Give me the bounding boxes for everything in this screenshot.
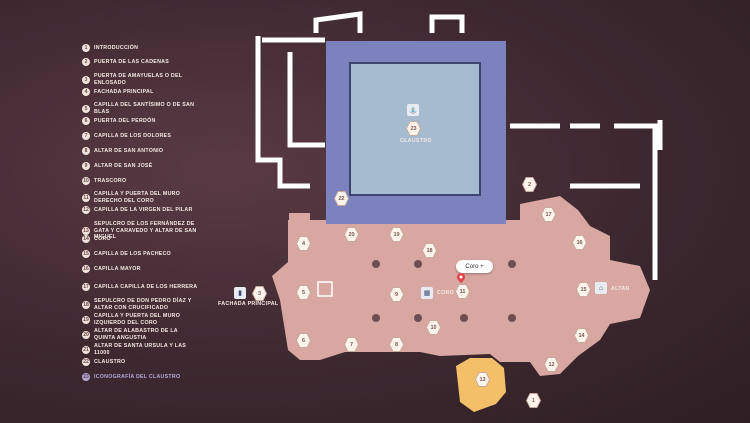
menu-item-label: Introducción	[94, 44, 139, 51]
menu-item-label: Capilla y Puerta del Muro Izquierdo del …	[94, 313, 181, 326]
menu-item-bullet: 7	[82, 132, 90, 140]
door-icon[interactable]: ▮	[234, 287, 246, 299]
menu-item-23[interactable]: 23 Iconografía del Claustro	[82, 373, 198, 381]
menu-item-label: Sepulcro de Don Pedro Díaz y Altar con C…	[94, 298, 192, 311]
menu-item-bullet: 3	[82, 75, 90, 84]
menu-item-label: Capilla y Puerta del Muro Derecho del Co…	[94, 191, 181, 204]
menu-item-label: Capilla Capilla de los Herrera	[94, 283, 198, 290]
menu-item-19[interactable]: 19 Capilla y Puerta del Muro Izquierdo de…	[82, 313, 198, 326]
menu-item-22[interactable]: 22 Claustro	[82, 358, 198, 366]
menu-item-label: Capilla del Santísimo o de San Blas	[94, 102, 195, 115]
menu-item-label: Capilla de los Pacheco	[94, 250, 172, 257]
menu-item-bullet: 22	[82, 358, 90, 366]
menu-item-bullet: 2	[82, 58, 90, 66]
menu-item-10[interactable]: 10 Trascoro	[82, 177, 198, 185]
menu-item-bullet: 4	[82, 88, 90, 96]
menu-item-label: Puerta de las Cadenas	[94, 58, 169, 65]
menu-item-label: Claustro	[94, 358, 126, 365]
menu-item-bullet: 20	[82, 330, 90, 339]
menu-item-bullet: 1	[82, 44, 90, 52]
menu-item-bullet: 13	[82, 226, 90, 235]
menu-item-label: Sepulcro de los Fernández de Gata y Cara…	[94, 221, 197, 240]
menu-item-bullet: 18	[82, 300, 90, 309]
menu-item-13[interactable]: 13 Sepulcro de los Fernández de Gata y Ca…	[82, 221, 198, 241]
menu-item-2[interactable]: 2 Puerta de las Cadenas	[82, 58, 198, 66]
label-fachada: FACHADA PRINCIPAL	[218, 301, 279, 307]
menu-item-label: Capilla de los Dolores	[94, 132, 172, 139]
label-altar: ALTAR	[611, 286, 630, 292]
menu-item-label: Puerta de Amayuelas o del Enlosado	[94, 73, 183, 86]
menu-item-label: Altar de Santa Ursula y las 11000	[94, 343, 187, 356]
menu-item-17[interactable]: 17 Capilla Capilla de los Herrera	[82, 283, 198, 291]
menu-item-label: Capilla de la Virgen del Pilar	[94, 206, 193, 213]
menu-item-7[interactable]: 7 Capilla de los Dolores	[82, 132, 198, 140]
menu-item-bullet: 21	[82, 345, 90, 354]
menu-item-18[interactable]: 18 Sepulcro de Don Pedro Díaz y Altar con…	[82, 298, 198, 311]
menu-item-bullet: 16	[82, 265, 90, 273]
menu-item-15[interactable]: 15 Capilla de los Pacheco	[82, 250, 198, 258]
choir-icon[interactable]: ▦	[421, 287, 433, 299]
altar-icon[interactable]: ⌂	[595, 282, 607, 294]
menu-item-16[interactable]: 16 Capilla Mayor	[82, 265, 198, 273]
menu-item-label: Iconografía del Claustro	[94, 373, 181, 380]
menu-item-label: Altar de Alabastro de la Quinta Angustia	[94, 328, 178, 341]
label-coro: CORO	[437, 290, 455, 296]
fountain-icon[interactable]: ⛲	[407, 104, 419, 116]
menu-item-1[interactable]: 1 Introducción	[82, 44, 198, 52]
menu-item-bullet: 23	[82, 373, 90, 381]
menu-item-bullet: 14	[82, 235, 90, 243]
menu-item-21[interactable]: 21 Altar de Santa Ursula y las 11000	[82, 343, 198, 356]
menu-item-bullet: 10	[82, 177, 90, 185]
menu-item-11[interactable]: 11 Capilla y Puerta del Muro Derecho del …	[82, 191, 198, 204]
location-pin-icon	[457, 273, 465, 283]
menu-item-bullet: 19	[82, 315, 90, 324]
menu-item-4[interactable]: 4 Fachada Principal	[82, 88, 198, 96]
menu-item-bullet: 15	[82, 250, 90, 258]
menu-item-bullet: 12	[82, 206, 90, 214]
menu-item-label: Trascoro	[94, 177, 127, 184]
menu-item-label: Coro	[94, 235, 111, 242]
menu-item-bullet: 17	[82, 283, 90, 291]
menu-item-label: Capilla Mayor	[94, 265, 141, 272]
menu-item-bullet: 9	[82, 162, 90, 170]
wall-outlines	[255, 11, 663, 280]
menu-item-12[interactable]: 12 Capilla de la Virgen del Pilar	[82, 206, 198, 214]
menu-item-3[interactable]: 3 Puerta de Amayuelas o del Enlosado	[82, 73, 198, 86]
menu-item-label: Altar de San José	[94, 162, 153, 169]
menu-item-5[interactable]: 5 Capilla del Santísimo o de San Blas	[82, 102, 198, 115]
menu-item-14[interactable]: 14 Coro	[82, 235, 198, 243]
entrance-marker	[317, 281, 333, 297]
menu-item-bullet: 8	[82, 147, 90, 155]
menu-item-8[interactable]: 8 Altar de San Antonio	[82, 147, 198, 155]
label-claustro: CLAUSTRO	[400, 138, 432, 144]
menu-item-bullet: 6	[82, 117, 90, 125]
menu-item-6[interactable]: 6 Puerta del Perdón	[82, 117, 198, 125]
menu-item-bullet: 11	[82, 193, 90, 202]
menu-item-label: Fachada Principal	[94, 88, 154, 95]
coro-tooltip[interactable]: Coro +	[456, 260, 493, 273]
menu-item-9[interactable]: 9 Altar de San José	[82, 162, 198, 170]
menu-item-label: Altar de San Antonio	[94, 147, 164, 154]
menu-item-bullet: 5	[82, 104, 90, 113]
menu-item-20[interactable]: 20 Altar de Alabastro de la Quinta Angust…	[82, 328, 198, 341]
menu-item-label: Puerta del Perdón	[94, 117, 156, 124]
